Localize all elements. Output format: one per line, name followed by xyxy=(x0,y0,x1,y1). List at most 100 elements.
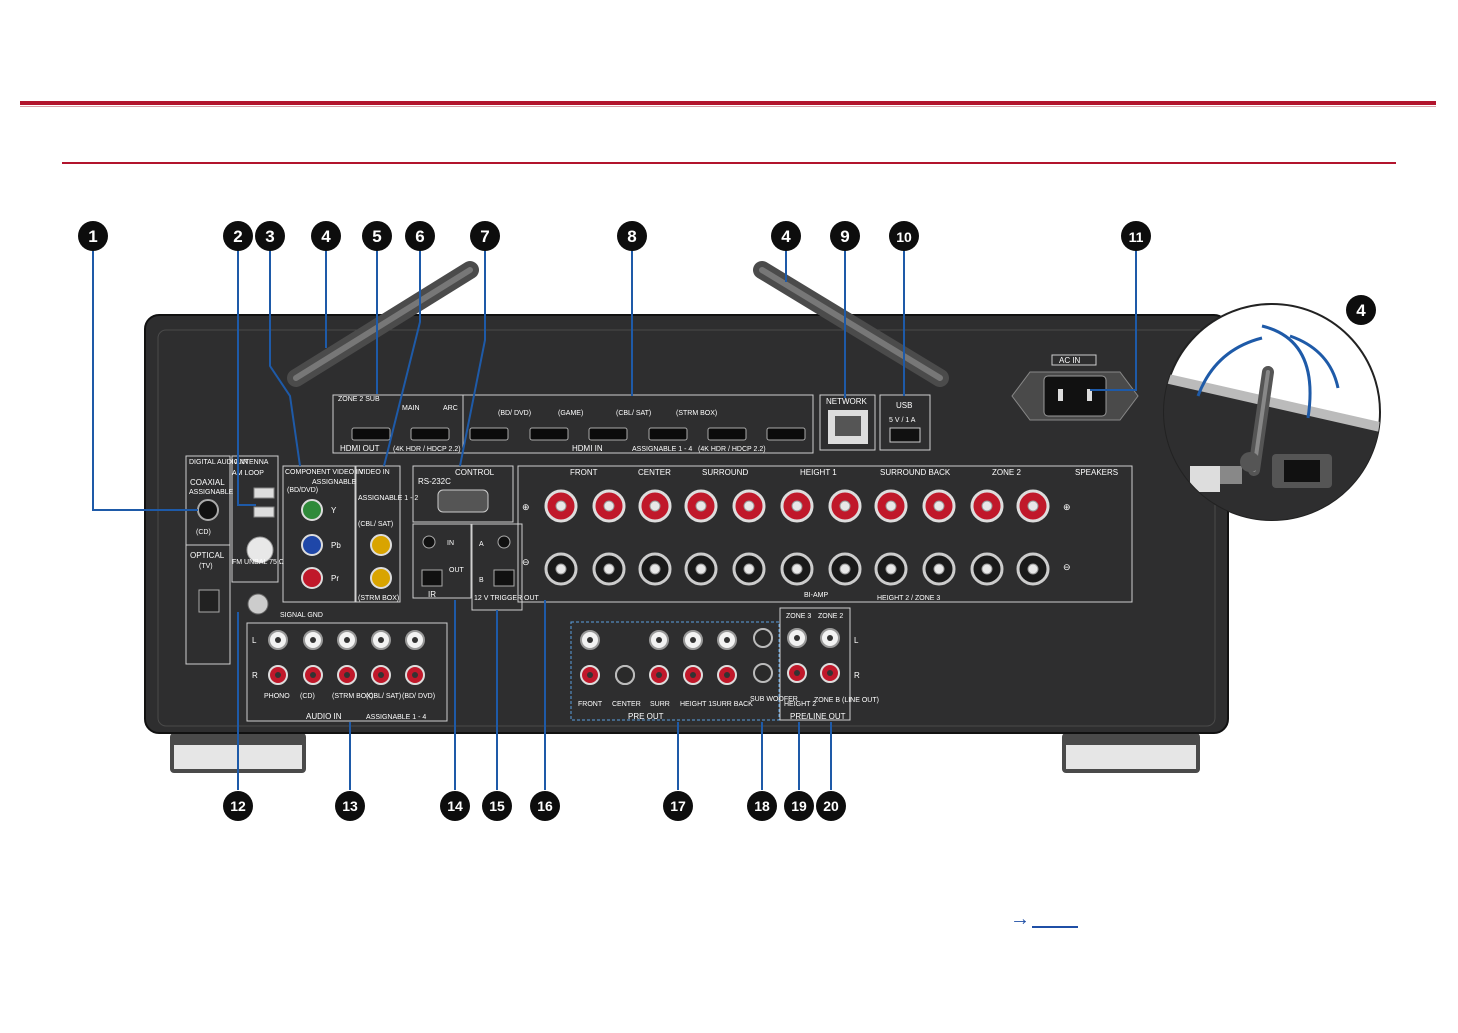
svg-text:5: 5 xyxy=(372,227,381,246)
audio-in-source-bd-dvd: (BD/ DVD) xyxy=(402,693,435,700)
speaker-terminal-plus-core xyxy=(743,500,755,512)
network-label: NETWORK xyxy=(826,397,868,406)
audio-in-l-label: L xyxy=(252,636,257,645)
trigger-label: 12 V TRIGGER OUT xyxy=(474,595,540,602)
page-reference-link[interactable]: → xyxy=(1010,908,1078,931)
callout-marker: 4 xyxy=(311,221,341,251)
hdmi-section: ZONE 2 SUB MAIN ARC HDMI OUT (4K HDR / H… xyxy=(332,394,814,454)
page-link-underline xyxy=(1032,912,1078,928)
svg-text:1: 1 xyxy=(88,227,97,246)
trigger-b-label: B xyxy=(479,577,484,584)
control-label: CONTROL xyxy=(455,468,495,477)
header-rule-second xyxy=(62,162,1396,164)
callout-marker: 1 xyxy=(78,221,108,251)
optical-jack xyxy=(198,589,220,613)
pre-out-jack-core xyxy=(587,672,593,678)
speaker-terminal-plus-core xyxy=(791,500,803,512)
callout-marker: 8 xyxy=(617,221,647,251)
speaker-terminal-plus-core xyxy=(885,500,897,512)
callout-markers: 1 2 3 4 5 6 7 8 4 9 10 11 4 12 13 14 15 … xyxy=(78,221,1376,821)
component-y-jack xyxy=(301,499,323,521)
header-rule-top xyxy=(20,101,1436,105)
speaker-terminal-plus-core xyxy=(933,500,945,512)
signal-gnd-screw xyxy=(247,593,269,615)
svg-text:14: 14 xyxy=(447,798,463,814)
audio-in-jack-l-core xyxy=(344,637,350,643)
pre-out-jack-core xyxy=(724,637,730,643)
callout-marker: 20 xyxy=(816,791,846,821)
hdmi-in-source-3: (CBL/ SAT) xyxy=(616,410,651,417)
callout-marker: 14 xyxy=(440,791,470,821)
fm-antenna-jack xyxy=(246,536,274,564)
component-pb-jack xyxy=(301,534,323,556)
main-label: MAIN xyxy=(402,405,420,412)
ac-in-label: AC IN xyxy=(1059,356,1081,365)
callout-marker: 6 xyxy=(405,221,435,251)
audio-in-jack-r-core xyxy=(378,672,384,678)
header-rule-top-shadow xyxy=(20,106,1436,107)
speaker-terminal-plus-core xyxy=(695,500,707,512)
pre-out-surr: SURR xyxy=(650,701,670,708)
height2-zone3-label: HEIGHT 2 / ZONE 3 xyxy=(877,595,940,602)
speaker-terminal-minus-core xyxy=(1027,563,1039,575)
hdmi-port xyxy=(588,427,628,441)
component-video-block: COMPONENT VIDEO IN ASSIGNABLE (BD/DVD) Y… xyxy=(282,465,363,603)
pre-out-jack-core xyxy=(690,637,696,643)
callout-marker: 9 xyxy=(830,221,860,251)
speaker-terminal-plus-core xyxy=(649,500,661,512)
fm-unbal-label: FM UNBAL 75 Ω xyxy=(232,559,284,566)
svg-text:17: 17 xyxy=(670,798,686,814)
audio-in-source-cd: (CD) xyxy=(300,693,315,700)
hdmi-port xyxy=(648,427,688,441)
callout-marker: 10 xyxy=(889,221,919,251)
pre-out-jack-core xyxy=(587,637,593,643)
video-in-jack-2 xyxy=(370,567,392,589)
callout-marker: 7 xyxy=(470,221,500,251)
callout-marker: 3 xyxy=(255,221,285,251)
coaxial-jack xyxy=(197,499,219,521)
ir-in-label: IN xyxy=(447,540,454,547)
callout-marker: 15 xyxy=(482,791,512,821)
component-pr-jack xyxy=(301,567,323,589)
speaker-terminal-minus-core xyxy=(649,563,661,575)
ir-out-label: OUT xyxy=(449,567,465,574)
speaker-terminal-plus-core xyxy=(1027,500,1039,512)
video-in-cbl-sat-label: (CBL/ SAT) xyxy=(358,521,393,528)
audio-in-source-cbl-sat: (CBL/ SAT) xyxy=(366,693,401,700)
usb-port xyxy=(889,427,921,443)
speaker-group-surround-back: SURROUND BACK xyxy=(880,468,951,477)
ethernet-port xyxy=(835,416,861,436)
preline-out-block: ZONE 3 ZONE 2 L R HEIGHT 2 ZONE B (LINE … xyxy=(779,607,879,721)
leader-lines xyxy=(92,250,1137,790)
control-block: CONTROL RS-232C IN OUT IR A B 12 V TRIGG… xyxy=(412,465,540,611)
optical-label: OPTICAL xyxy=(190,551,225,560)
svg-text:8: 8 xyxy=(627,227,636,246)
am-loop-label: AM LOOP xyxy=(232,470,264,477)
audio-in-jack-r-core xyxy=(344,672,350,678)
preline-jack-r-core xyxy=(794,670,800,676)
hdmi-port xyxy=(351,427,391,441)
hdmi-in-source-2: (GAME) xyxy=(558,410,583,417)
svg-text:12: 12 xyxy=(230,798,246,814)
speaker-minus-label: ⊖ xyxy=(522,557,530,567)
svg-text:15: 15 xyxy=(489,798,505,814)
svg-text:9: 9 xyxy=(840,227,849,246)
usb-label: USB xyxy=(896,401,912,410)
svg-text:18: 18 xyxy=(754,798,770,814)
arc-label: ARC xyxy=(443,405,458,412)
hdmi-in-source-1: (BD/ DVD) xyxy=(498,410,531,417)
hdmi-port xyxy=(766,427,806,441)
subwoofer-jack-1 xyxy=(753,663,773,683)
speaker-terminal-minus-core xyxy=(933,563,945,575)
callout-marker: 19 xyxy=(784,791,814,821)
speakers-label: SPEAKERS xyxy=(1075,468,1118,477)
audio-in-label: AUDIO IN xyxy=(306,712,342,721)
callout-marker: 2 xyxy=(223,221,253,251)
speaker-terminal-plus-core xyxy=(603,500,615,512)
speaker-terminal-minus-core xyxy=(603,563,615,575)
svg-text:20: 20 xyxy=(823,798,839,814)
ir-out-jack xyxy=(421,569,443,587)
usb-rating-label: 5 V / 1 A xyxy=(889,417,916,424)
preline-r-label: R xyxy=(854,671,860,680)
